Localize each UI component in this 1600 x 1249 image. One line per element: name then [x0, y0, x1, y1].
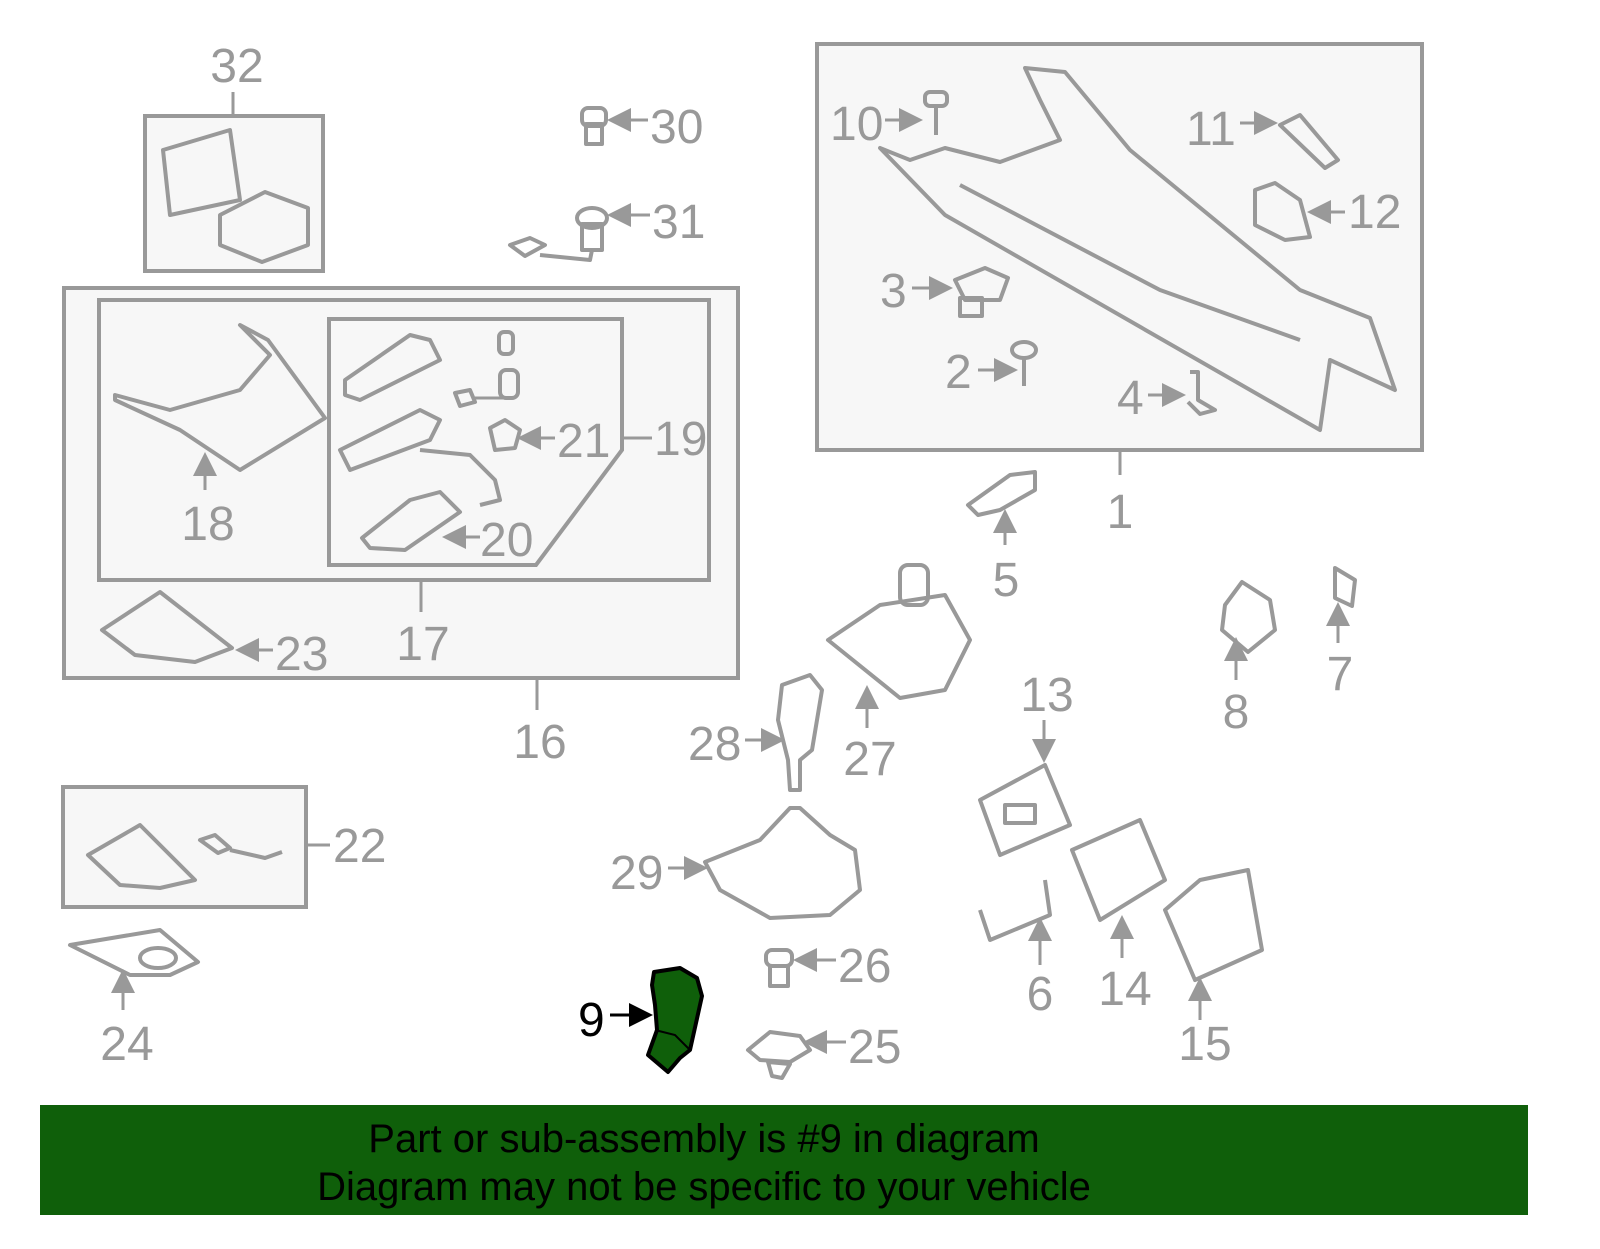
label-11: 11 — [1186, 103, 1236, 156]
part-25-bezel[interactable] — [746, 1030, 812, 1080]
part-9-highlighted[interactable] — [646, 966, 704, 1074]
label-32: 32 — [210, 40, 263, 93]
part-26-clip[interactable] — [764, 948, 794, 988]
label-31: 31 — [652, 196, 705, 249]
label-6: 6 — [1027, 968, 1054, 1021]
label-10: 10 — [830, 98, 883, 151]
part-4-bracket[interactable] — [1186, 370, 1217, 416]
label-24: 24 — [100, 1018, 153, 1071]
part-31-bulb[interactable] — [508, 206, 609, 262]
label-7: 7 — [1327, 648, 1354, 701]
part-3-clip[interactable] — [953, 266, 1010, 318]
part-19-armrest-parts[interactable] — [338, 330, 520, 507]
part-28-shift-knob[interactable] — [776, 673, 824, 792]
label-12: 12 — [1348, 186, 1401, 239]
label-18: 18 — [181, 498, 234, 551]
part-14-panel[interactable] — [1070, 818, 1167, 922]
label-8: 8 — [1223, 686, 1250, 739]
part-7-clip[interactable] — [1333, 566, 1357, 608]
part-6-bracket[interactable] — [978, 879, 1052, 942]
part-1-center-console[interactable] — [878, 66, 1397, 432]
label-17: 17 — [396, 618, 449, 671]
label-14: 14 — [1098, 963, 1151, 1016]
group-box-32 — [143, 114, 325, 273]
part-27-boot-frame[interactable] — [826, 563, 972, 700]
label-9-selected: 9 — [578, 994, 605, 1047]
part-32-display[interactable] — [161, 128, 310, 264]
part-30-clip[interactable] — [580, 106, 608, 146]
label-15: 15 — [1178, 1018, 1231, 1071]
label-5: 5 — [993, 554, 1020, 607]
part-23-trim[interactable] — [100, 590, 234, 664]
label-28: 28 — [688, 718, 741, 771]
label-29: 29 — [610, 847, 663, 900]
label-25: 25 — [848, 1021, 901, 1074]
label-4: 4 — [1117, 372, 1144, 425]
label-1: 1 — [1107, 486, 1134, 539]
info-banner: Part or sub-assembly is #9 in diagram Di… — [40, 1105, 1528, 1215]
label-21: 21 — [557, 415, 610, 468]
banner-line-1: Part or sub-assembly is #9 in diagram — [368, 1117, 1040, 1161]
part-5-bracket[interactable] — [966, 470, 1037, 517]
label-3: 3 — [880, 265, 907, 318]
part-18-trim-panel[interactable] — [113, 323, 327, 472]
part-13-switch-panel[interactable] — [978, 763, 1072, 857]
part-20-cupholder[interactable] — [360, 490, 462, 552]
part-10-screw[interactable] — [923, 90, 949, 135]
part-29-shift-boot[interactable] — [703, 806, 862, 920]
part-11-trim[interactable] — [1278, 113, 1340, 170]
banner-line-2: Diagram may not be specific to your vehi… — [317, 1165, 1091, 1209]
label-20: 20 — [480, 514, 533, 567]
label-27: 27 — [843, 733, 896, 786]
label-26: 26 — [838, 940, 891, 993]
part-2-screw[interactable] — [1010, 340, 1038, 386]
part-15-trim[interactable] — [1163, 868, 1264, 982]
label-30: 30 — [650, 101, 703, 154]
label-23: 23 — [275, 628, 328, 681]
part-12-bracket[interactable] — [1253, 181, 1312, 242]
label-13: 13 — [1020, 669, 1073, 722]
label-19: 19 — [654, 413, 707, 466]
part-22-assembly[interactable] — [86, 823, 283, 890]
part-8-switch[interactable] — [1220, 580, 1277, 654]
part-24-trim[interactable] — [68, 928, 200, 977]
label-16: 16 — [513, 716, 566, 769]
label-2: 2 — [945, 346, 972, 399]
label-22: 22 — [333, 820, 386, 873]
